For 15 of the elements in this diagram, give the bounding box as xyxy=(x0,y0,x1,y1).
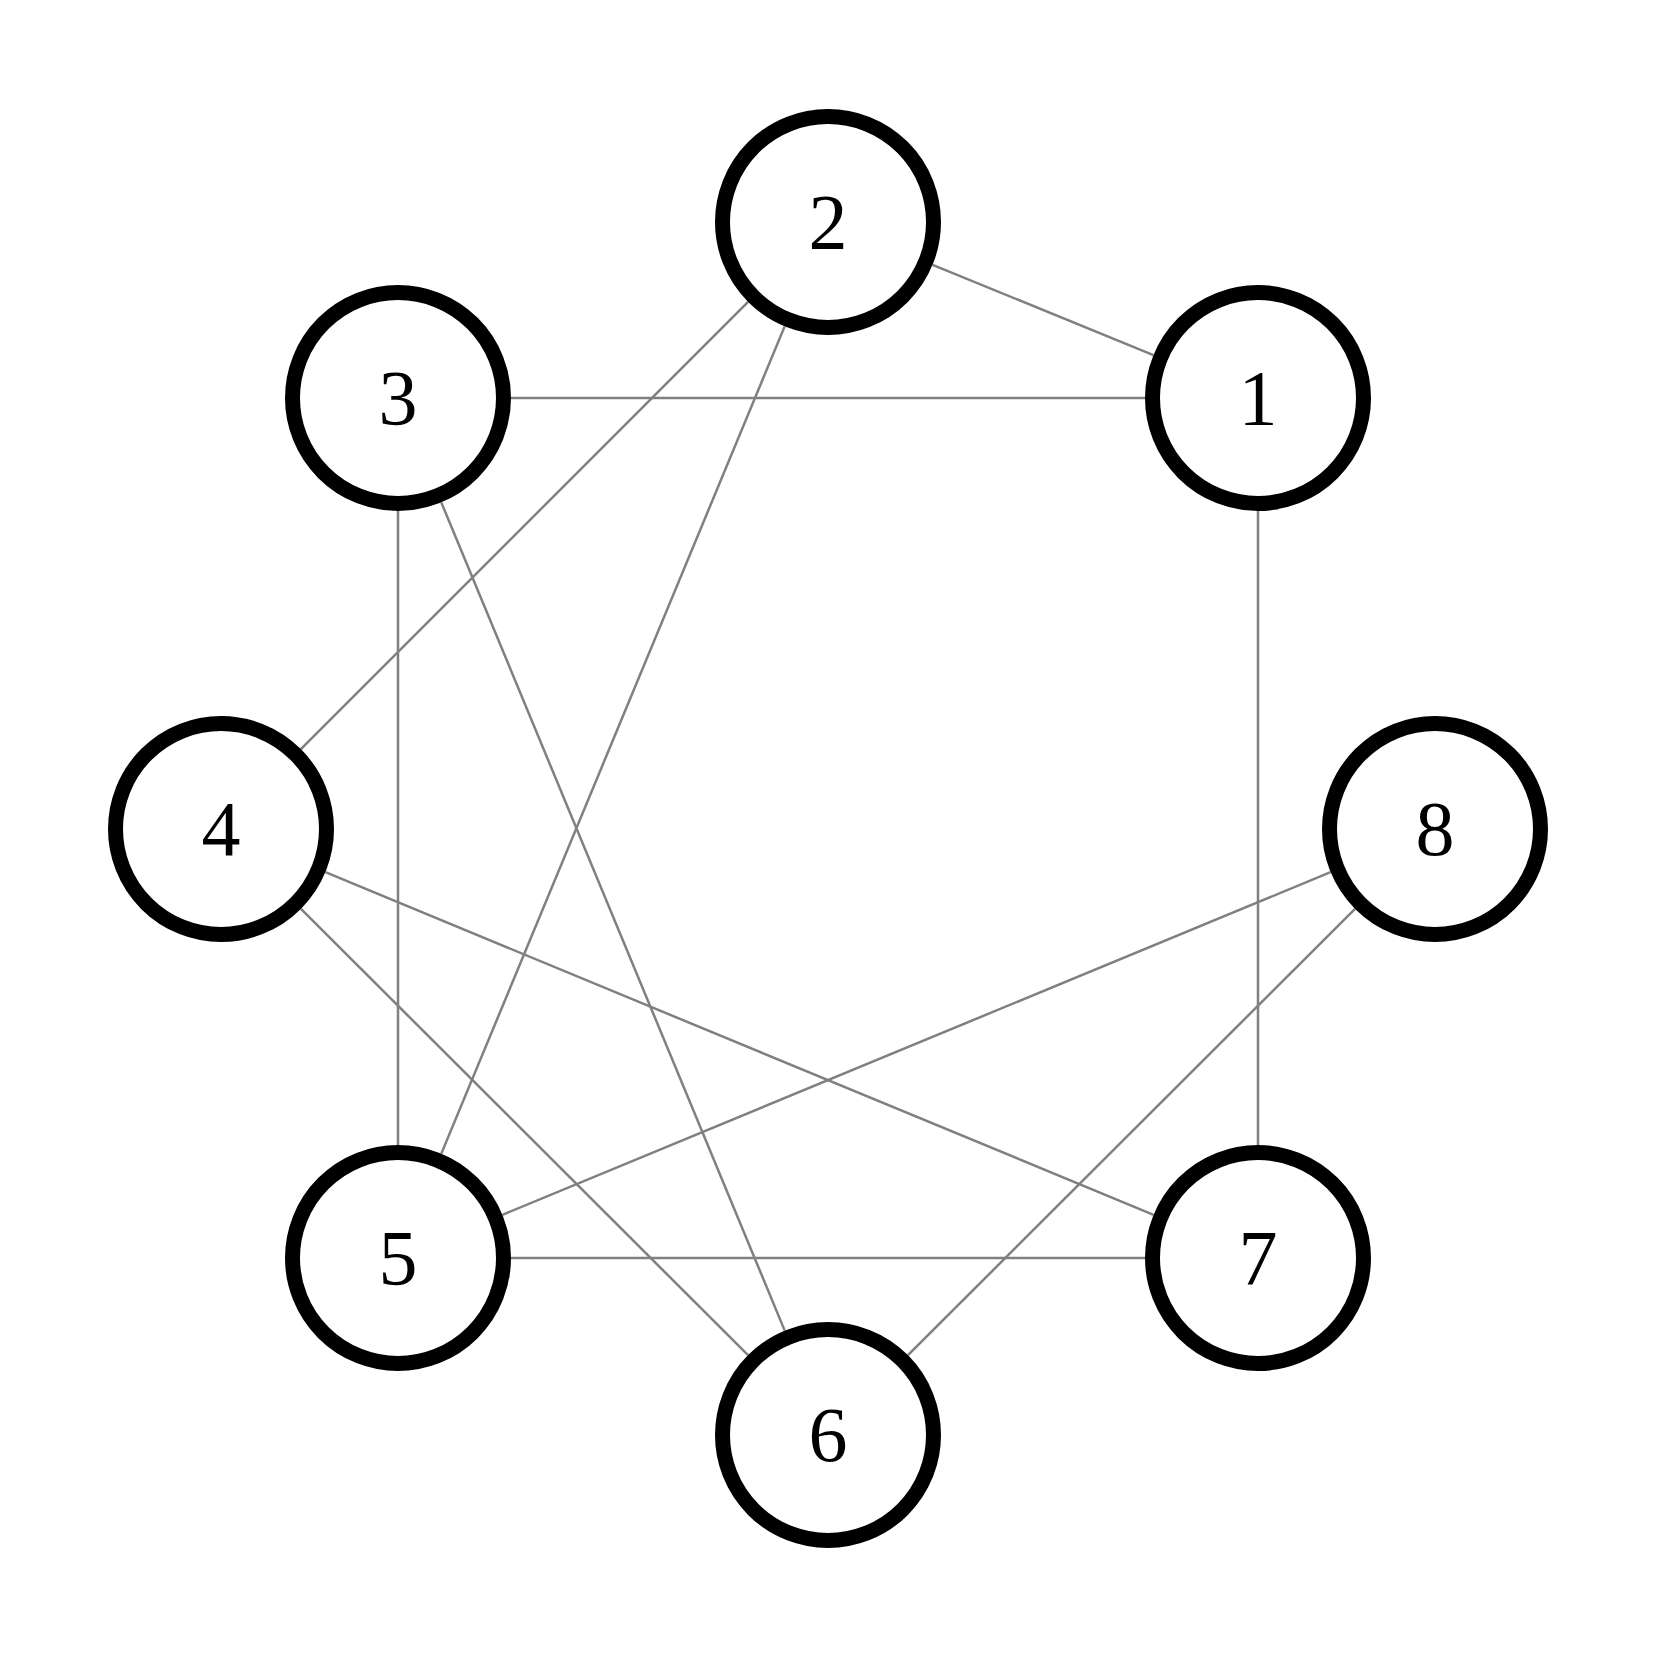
vertex-number: 7 xyxy=(1238,1219,1278,1297)
vertex-number: 8 xyxy=(1415,790,1455,868)
connector-line xyxy=(511,1256,1145,1260)
connector-line xyxy=(300,301,749,750)
connector-line xyxy=(1256,511,1260,1145)
connector-line xyxy=(907,907,1356,1357)
vertex-number: 1 xyxy=(1238,359,1278,437)
connector-line xyxy=(511,396,1145,400)
vertex-number: 2 xyxy=(808,183,848,261)
connector-line xyxy=(300,907,749,1357)
connector-line xyxy=(396,511,400,1145)
vertex-number: 4 xyxy=(201,790,241,868)
vertex-number: 5 xyxy=(378,1219,418,1297)
vertex-number: 6 xyxy=(808,1396,848,1474)
vertex-number: 3 xyxy=(378,359,418,437)
